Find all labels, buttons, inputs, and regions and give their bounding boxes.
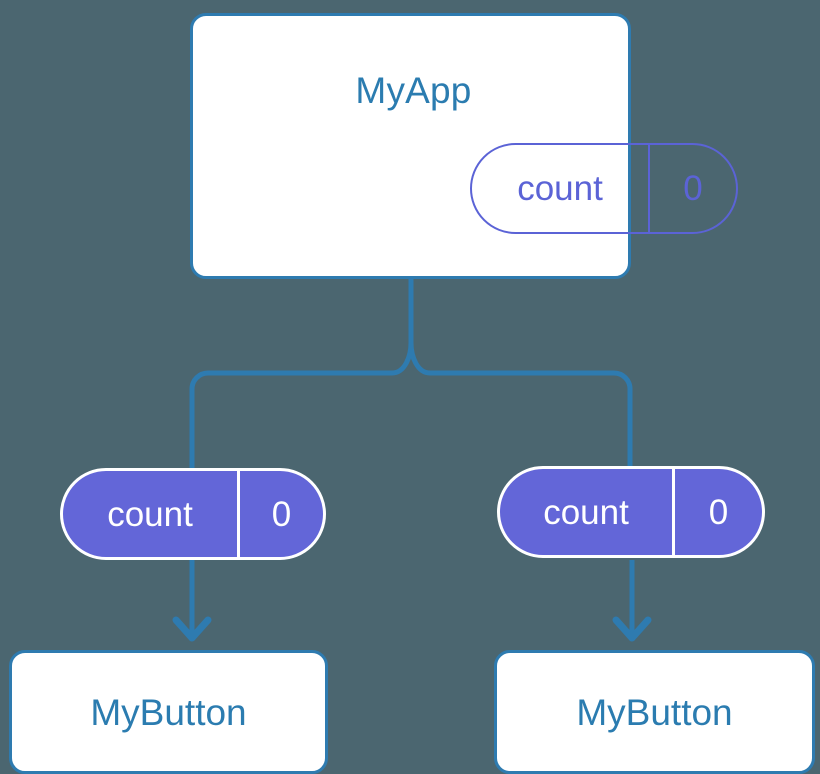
branch-wire-right: [408, 342, 633, 466]
branch-wire-left: [189, 342, 414, 468]
component-card-mybutton-left[interactable]: MyButton: [9, 650, 328, 774]
prop-pill-right[interactable]: count 0: [497, 466, 765, 558]
component-title-mybutton: MyButton: [90, 691, 247, 733]
component-title-myapp: MyApp: [355, 70, 472, 111]
arrow-head-right: [612, 616, 652, 642]
prop-pill-key: count: [63, 471, 240, 557]
arrow-head-left: [172, 616, 212, 642]
state-pill-key: count: [472, 145, 650, 232]
component-card-mybutton-right[interactable]: MyButton: [494, 650, 815, 774]
prop-pill-value: 0: [708, 492, 729, 532]
prop-pill-key: count: [500, 469, 675, 555]
prop-pill-value: 0: [271, 494, 292, 534]
state-pill-myapp[interactable]: count 0: [470, 143, 738, 234]
prop-pill-left[interactable]: count 0: [60, 468, 326, 560]
component-card-myapp[interactable]: MyApp count 0: [190, 13, 738, 279]
state-pill-value: 0: [683, 169, 703, 208]
component-title-mybutton: MyButton: [576, 691, 733, 733]
